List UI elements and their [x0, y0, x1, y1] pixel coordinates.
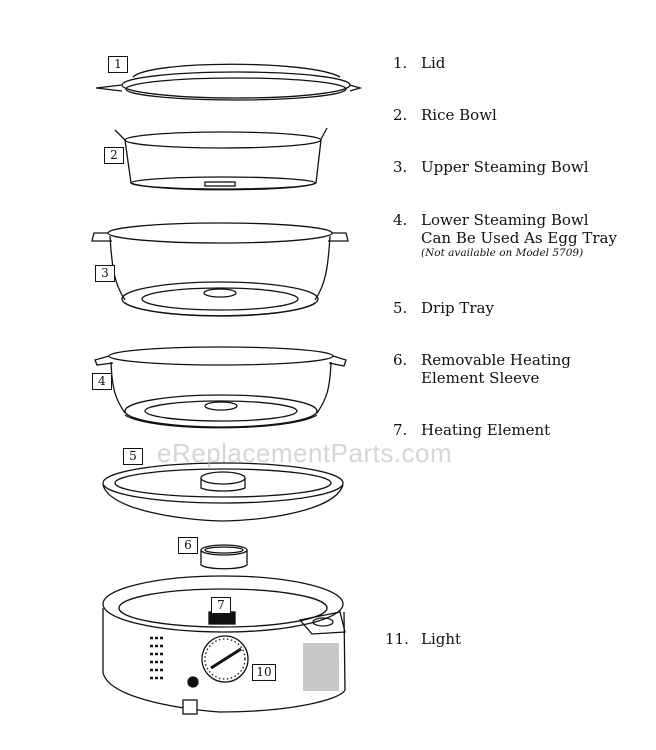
callout-6: 6: [178, 537, 198, 554]
legend-item-light: 11. Light: [385, 630, 461, 648]
legend-number: 11.: [385, 630, 409, 648]
legend-label: Lower Steaming Bowl: [421, 211, 589, 229]
legend-label: Drip Tray: [421, 299, 494, 317]
light-panel: [303, 643, 339, 691]
legend-label: Lid: [421, 54, 446, 72]
legend-number: 1.: [393, 54, 408, 72]
callout-5: 5: [123, 448, 143, 465]
legend-number: 5.: [393, 299, 408, 317]
callout-7: 7: [211, 597, 231, 614]
legend-number: 2.: [393, 106, 408, 124]
legend-label: Light: [421, 630, 462, 648]
legend-label-line2: Can Be Used As Egg Tray: [421, 229, 617, 247]
callout-3: 3: [95, 265, 115, 282]
callout-4: 4: [92, 373, 112, 390]
legend-note: (Not available on Model 5709): [421, 247, 584, 259]
drip-tray-drawing: [102, 462, 344, 522]
lid-drawing: [95, 63, 363, 101]
rice-bowl-drawing: [114, 127, 328, 191]
legend-number: 7.: [393, 421, 408, 439]
legend-item-upper-steaming-bowl: 3. Upper Steaming Bowl: [393, 158, 589, 176]
legend-label: Removable Heating: [421, 351, 571, 369]
legend-label: Heating Element: [421, 421, 551, 439]
legend-number: 4.: [393, 211, 408, 229]
legend-item-lid: 1. Lid: [393, 54, 445, 72]
upper-steaming-bowl-drawing: [91, 222, 349, 317]
callout-10: 10: [252, 664, 276, 681]
watermark: eReplacementParts.com: [157, 438, 453, 468]
legend-item-rice-bowl: 2. Rice Bowl: [393, 106, 497, 124]
legend-number: 3.: [393, 158, 408, 176]
element-sleeve-drawing: [200, 544, 248, 570]
callout-2: 2: [104, 147, 124, 164]
legend-item-element-sleeve: 6. Removable Heating Element Sleeve: [393, 351, 571, 387]
legend-item-heating-element: 7. Heating Element: [393, 421, 550, 439]
lower-steaming-bowl-drawing: [94, 346, 347, 429]
legend-number: 6.: [393, 351, 408, 369]
legend-label: Rice Bowl: [421, 106, 497, 124]
legend-label: Upper Steaming Bowl: [421, 158, 589, 176]
callout-1: 1: [108, 56, 128, 73]
legend-item-lower-steaming-bowl: 4. Lower Steaming Bowl Can Be Used As Eg…: [393, 211, 617, 260]
legend-label-line2: Element Sleeve: [421, 369, 540, 387]
legend-item-drip-tray: 5. Drip Tray: [393, 299, 494, 317]
